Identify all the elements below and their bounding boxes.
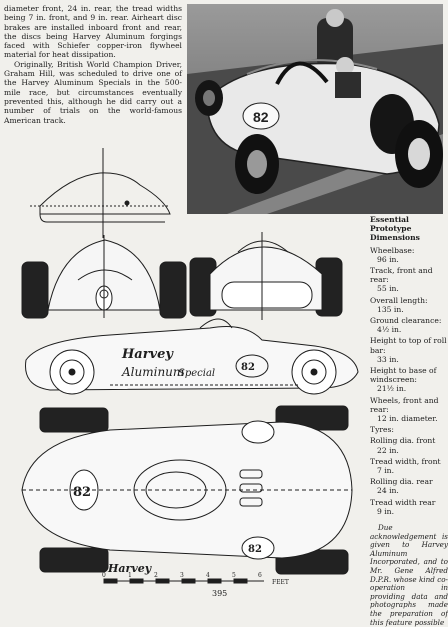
- spec-label: Rolling dia. front: [370, 436, 436, 446]
- scale-tick-0: 0: [102, 572, 106, 579]
- spec-label: Ground clearance:: [370, 316, 442, 326]
- spec-value: 21½ in.: [377, 384, 407, 394]
- front-view: [21, 235, 187, 319]
- spec-value: 7 in.: [377, 466, 394, 476]
- technical-drawing: 82 Harvey Aluminum Special 82 82: [0, 140, 372, 590]
- spec-label: Track, front and rear:: [370, 266, 433, 285]
- drawing-svg: 82 Harvey Aluminum Special 82 82: [21, 148, 359, 586]
- scale-tick-4: 4: [206, 572, 210, 579]
- scale-tick-5: 5: [232, 572, 236, 579]
- intro-paragraph-2: Originally, British World Champion Drive…: [4, 59, 182, 125]
- rear-view: [189, 232, 343, 320]
- spec-value: 22 in.: [377, 445, 399, 455]
- spec-windscreen-height: Height to base of windscreen: 21½ in.: [370, 366, 448, 394]
- spec-label: Tyres:: [370, 425, 394, 435]
- spec-label: Height to base of windscreen:: [370, 366, 437, 385]
- car-photograph: 82: [187, 4, 443, 214]
- spec-value: 96 in.: [377, 254, 399, 264]
- spec-label: Overall length:: [370, 295, 428, 305]
- side-lettering-harvey: Harvey: [121, 347, 174, 362]
- plan-car-number: 82: [73, 485, 91, 500]
- scale-tick-2: 2: [154, 572, 158, 579]
- spec-value: 55 in.: [377, 284, 399, 294]
- spec-label: Wheelbase:: [370, 245, 415, 255]
- plan-section-view: [30, 148, 171, 238]
- scale-unit: FEET: [272, 579, 289, 586]
- spec-label: Rolling dia. rear: [370, 477, 433, 487]
- spec-wheelbase: Wheelbase: 96 in.: [370, 246, 448, 264]
- side-lettering-special: Special: [178, 368, 215, 379]
- scale-tick-6: 6: [258, 572, 262, 579]
- magazine-page: diameter front, 24 in. rear, the tread w…: [0, 4, 448, 626]
- scale-bar: 0 1 2 3 4 5 6 FEET: [102, 572, 289, 586]
- side-lettering-aluminum: Aluminum: [121, 365, 184, 379]
- page-number: 395: [212, 589, 228, 598]
- scale-tick-1: 1: [128, 572, 132, 579]
- spec-value: 135 in.: [377, 304, 404, 314]
- spec-value: 9 in.: [377, 506, 394, 516]
- spec-rolling-dia-front: Rolling dia. front 22 in.: [370, 436, 448, 454]
- plan-rear-car-number: 82: [248, 544, 262, 555]
- spec-value: 4½ in.: [377, 325, 402, 335]
- spec-track: Track, front and rear: 55 in.: [370, 266, 448, 294]
- side-car-number: 82: [241, 362, 255, 373]
- spec-overall-length: Overall length: 135 in.: [370, 296, 448, 314]
- spec-label: Wheels, front and rear:: [370, 395, 439, 414]
- scale-tick-3: 3: [180, 572, 184, 579]
- svg-text:82: 82: [253, 109, 269, 125]
- spec-value: 24 in.: [377, 486, 399, 496]
- spec-tread-width-front: Tread width, front 7 in.: [370, 457, 448, 475]
- side-view: 82 Harvey Aluminum Special: [25, 318, 359, 395]
- spec-value: 33 in.: [377, 354, 399, 364]
- spec-label: Tread width rear: [370, 497, 436, 507]
- spec-tread-width-rear: Tread width rear 9 in.: [370, 498, 448, 516]
- intro-paragraph-1: diameter front, 24 in. rear, the tread w…: [4, 4, 182, 60]
- specs-heading: Essential Prototype Dimensions: [370, 215, 420, 243]
- plan-view: 82 82 Harvey: [21, 405, 353, 575]
- spec-tyres: Tyres:: [370, 425, 448, 434]
- spec-value: 12 in. diameter.: [377, 414, 438, 424]
- photograph-illustration: 82: [187, 4, 443, 214]
- spec-roll-bar-height: Height to top of roll bar: 33 in.: [370, 336, 448, 364]
- spec-rolling-dia-rear: Rolling dia. rear 24 in.: [370, 477, 448, 495]
- intro-text: diameter front, 24 in. rear, the tread w…: [4, 4, 182, 125]
- plan-lettering-harvey: Harvey: [107, 562, 153, 575]
- spec-ground-clearance: Ground clearance: 4½ in.: [370, 316, 448, 334]
- spec-wheels: Wheels, front and rear: 12 in. diameter.: [370, 396, 448, 424]
- spec-label: Tread width, front: [370, 456, 441, 466]
- specs-column: Essential Prototype Dimensions Wheelbase…: [370, 215, 448, 627]
- spec-label: Height to top of roll bar:: [370, 336, 447, 355]
- acknowledgement-text: Due acknowledgement is given to Harvey A…: [370, 523, 448, 627]
